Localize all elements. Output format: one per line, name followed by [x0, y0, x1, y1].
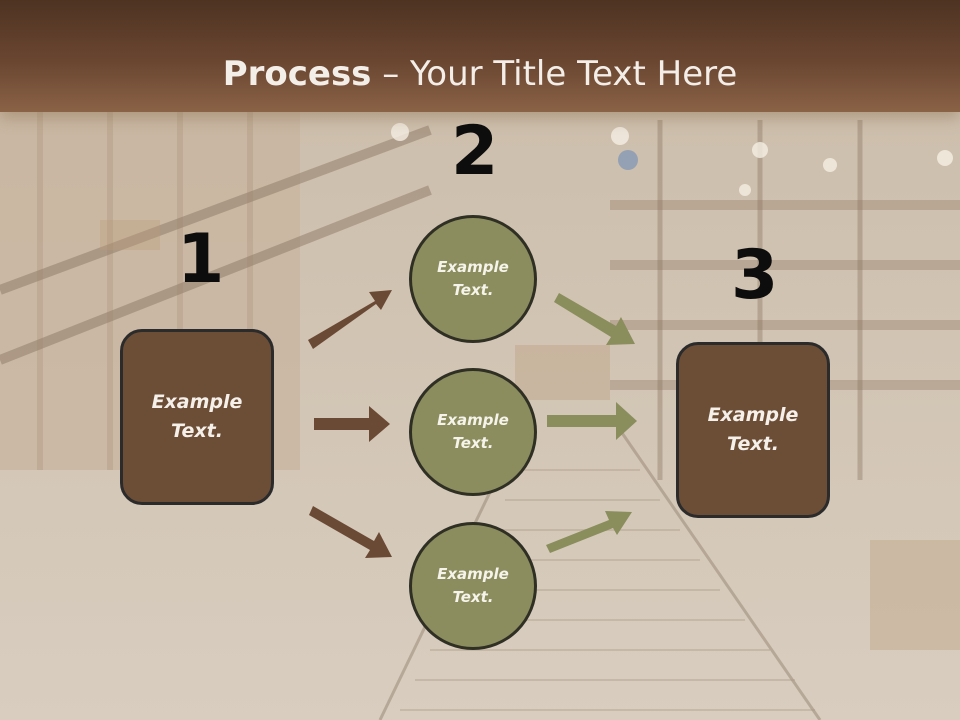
title-bold: Process — [222, 54, 372, 94]
step-2-circle-top: Example Text. — [409, 215, 537, 343]
step-1-box: Example Text. — [120, 329, 274, 505]
step-1-text-line2: Text. — [171, 420, 223, 442]
arrow-1-mid — [314, 406, 390, 442]
circle-middle-line1: Example — [437, 411, 509, 429]
step-1-text-line1: Example — [151, 391, 243, 413]
step-3-box: Example Text. — [676, 342, 830, 518]
title-bar — [0, 0, 960, 112]
circle-top-line2: Text. — [452, 281, 494, 299]
step-3-text-line2: Text. — [727, 433, 779, 455]
step-2-circle-middle: Example Text. — [409, 368, 537, 496]
arrow-1-up — [308, 290, 392, 349]
arrow-1-down — [309, 506, 392, 558]
title-rest: – Your Title Text Here — [371, 54, 738, 94]
arrow-2-up — [554, 293, 635, 345]
slide-title: Process – Your Title Text Here — [0, 52, 960, 96]
step-2-circle-bottom: Example Text. — [409, 522, 537, 650]
arrow-2-mid — [547, 402, 637, 440]
step-number-1: 1 — [177, 220, 225, 299]
arrow-2-down — [546, 511, 632, 553]
circle-top-line1: Example — [437, 258, 509, 276]
circle-bottom-line2: Text. — [452, 588, 494, 606]
step-3-text-line1: Example — [707, 404, 799, 426]
step-number-2: 2 — [451, 112, 499, 191]
circle-bottom-line1: Example — [437, 565, 509, 583]
step-number-3: 3 — [731, 236, 779, 315]
circle-middle-line2: Text. — [452, 434, 494, 452]
